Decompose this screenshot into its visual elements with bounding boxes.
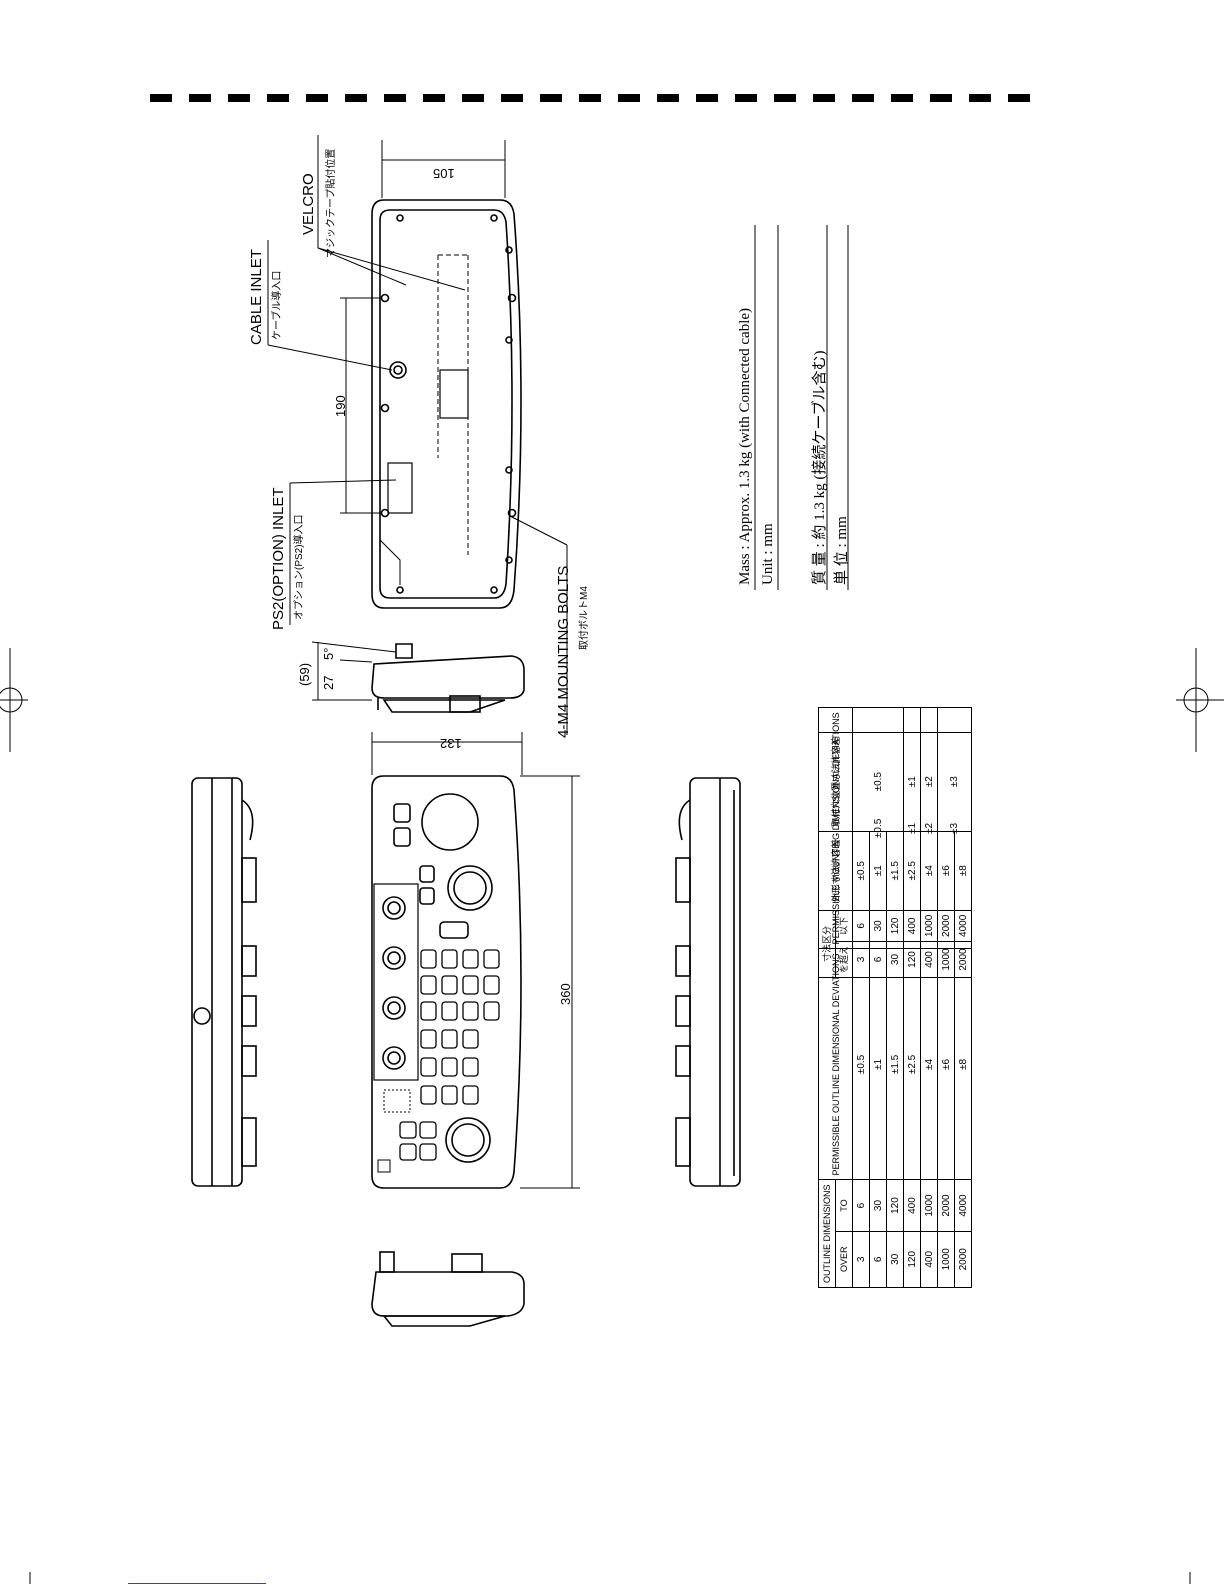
side-view-upper [371,643,525,713]
unit-en: Unit : mm [760,523,776,585]
th-to: TO [835,1179,853,1232]
ps2-inlet-label: PS2(OPTION) INLET [270,487,287,630]
mounting-bolts-jp-label: 取付ボルトM4 [579,586,590,650]
th-jp-outline: 寸法区分 [818,910,836,978]
side-view-right [675,777,741,1187]
side-view-left [191,777,257,1187]
cable-inlet-label: CABLE INLET [248,249,265,345]
mass-en: Mass : Approx. 1.3 kg (with Connected ca… [737,307,753,585]
mounting-bolts-label: 4-M4 MOUNTING BOLTS [555,565,572,738]
unit-jp: 単 位 : mm [834,516,850,585]
dim-59: (59) [297,662,312,686]
velcro-label: VELCRO [300,173,317,235]
ps2-inlet-jp-label: オプション(PS2)導入口 [294,514,305,620]
cable-inlet-jp-label: ケーブル導入口 [272,270,283,340]
th-jp-outline-dev: 外形寸法許容差 [818,831,853,911]
front-view [371,1251,525,1327]
th-over: OVER [835,1231,853,1288]
th-outline-dimensions: OUTLINE DIMENSIONS [818,1179,836,1288]
velcro-jp-label: マジックテープ貼付位置 [326,148,337,258]
th-jp-over: を超え [835,941,853,978]
header-dash-line [150,94,1036,102]
dim-360: 360 [558,983,573,1005]
dim-190: 190 [333,395,348,417]
th-jp-mount-dev: 取付穴位置寸法許容差 [818,732,853,832]
dim-132: 132 [440,736,462,751]
dim-105: 105 [433,166,455,181]
mass-jp: 質 量 : 約 1.3 kg (接続ケーブル含む) [812,350,828,585]
dim-27: 27 [321,675,336,690]
dim-5deg: 5° [321,647,336,660]
top-view [371,775,522,1189]
th-outline-deviations: PERMISSIBLE OUTLINE DIMENSIONAL DEVIATIO… [818,948,853,1180]
bottom-view [371,199,522,609]
th-jp-to: 以下 [835,910,853,942]
